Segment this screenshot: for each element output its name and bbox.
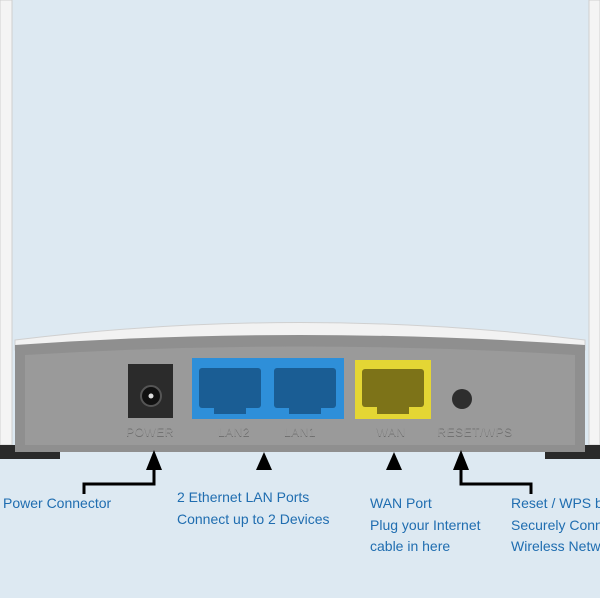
- reset-label: RESET/WPS: [437, 425, 513, 439]
- power-caption: Power Connector: [3, 493, 111, 515]
- power-label: POWER: [126, 425, 174, 439]
- lan2-label: LAN2: [217, 425, 251, 439]
- wan-label: WAN: [376, 425, 406, 439]
- power-arrow-line: [82, 462, 156, 494]
- reset-arrow-head: [453, 450, 469, 470]
- caption-line: Wireless Netw: [511, 538, 600, 554]
- caption-line: WAN Port: [370, 495, 432, 511]
- lan-caption: 2 Ethernet LAN Ports Connect up to 2 Dev…: [177, 487, 330, 530]
- wan-port: [362, 369, 424, 407]
- reset-arrow-line: [459, 462, 533, 494]
- caption-line: Plug your Internet: [370, 516, 481, 533]
- lan2-port: [199, 368, 261, 408]
- left-antenna: [0, 0, 13, 446]
- caption-line: Reset / WPS b: [511, 495, 600, 511]
- caption-line: cable in here: [370, 538, 451, 554]
- caption-line: Power Connector: [3, 495, 112, 511]
- caption-line: Securely Conn: [511, 516, 600, 533]
- lan1-port: [274, 368, 336, 408]
- caption-line: Connect up to 2 Devices: [177, 510, 330, 527]
- right-antenna: [588, 0, 600, 446]
- reset-caption: Reset / WPS b Securely Conn Wireless Net…: [511, 493, 600, 558]
- caption-line: 2 Ethernet LAN Ports: [177, 489, 310, 505]
- lan-arrow-head: [256, 452, 272, 470]
- wan-arrow-head: [386, 452, 402, 470]
- power-arrow-head: [146, 450, 162, 470]
- reset-button: [452, 389, 472, 409]
- lan1-label: LAN1: [283, 425, 317, 439]
- wan-caption: WAN Port Plug your Internet cable in her…: [370, 493, 481, 558]
